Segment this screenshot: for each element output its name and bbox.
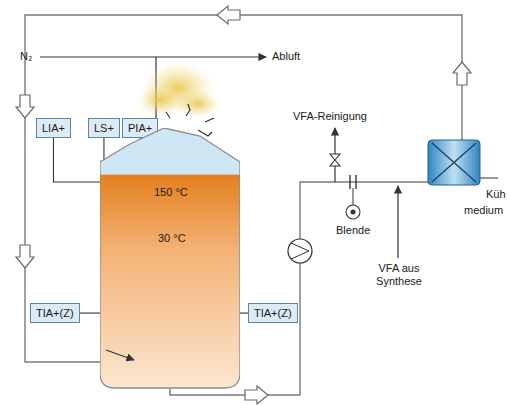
signal-line xyxy=(240,312,248,313)
stream-label: N₂ xyxy=(20,50,32,63)
signal-line xyxy=(103,138,104,160)
stream-label: Küh xyxy=(486,188,506,201)
stream-label: VFA-Reinigung xyxy=(293,110,367,123)
temperature-label: 30 °C xyxy=(158,232,186,244)
signal-line xyxy=(53,138,100,182)
instrument-box: LS+ xyxy=(88,118,120,138)
instrument-tag: TIA+(Z) xyxy=(36,307,74,319)
stream-label: medium xyxy=(464,204,503,217)
instrument-box: TIA+(Z) xyxy=(30,303,80,323)
stream-label: Blende xyxy=(336,224,370,237)
stream-label: VFA aus Synthese xyxy=(368,262,430,287)
instrument-box: TIA+(Z) xyxy=(248,303,298,323)
temperature-label: 150 °C xyxy=(154,186,188,198)
instrument-tag: LS+ xyxy=(94,122,114,134)
instrument-tag: LIA+ xyxy=(42,122,65,134)
stream-label: Abluft xyxy=(272,50,300,63)
instrument-tag: TIA+(Z) xyxy=(254,307,292,319)
instrument-tag: PIA+ xyxy=(128,122,152,134)
instrument-box: LIA+ xyxy=(36,118,71,138)
signal-line xyxy=(80,312,100,313)
reactor-tank: 150 °C 30 °C xyxy=(100,128,240,390)
tank-outline xyxy=(100,128,240,390)
